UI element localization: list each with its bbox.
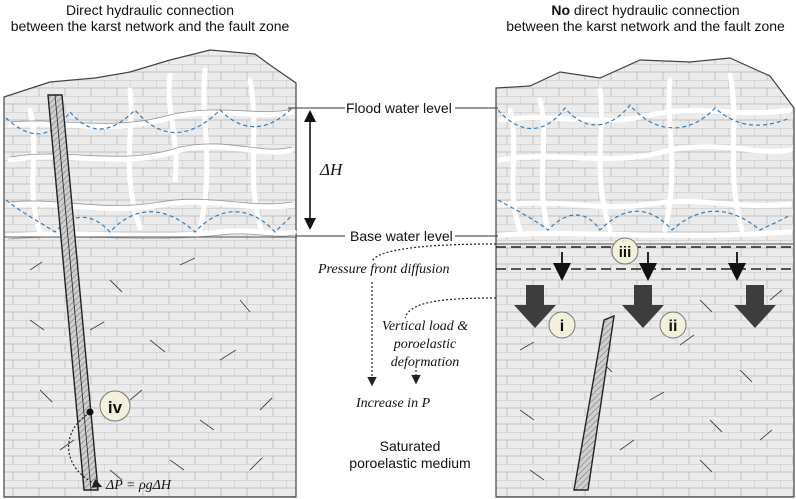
marker-circles — [99, 237, 687, 422]
increase-in-p-label: Increase in P — [356, 396, 431, 411]
vertical-load-line3: deformation — [390, 355, 460, 370]
dotted-flow-arrows — [68, 243, 497, 488]
right-rock-block — [495, 57, 795, 498]
vertical-load-label: Vertical load & poroelastic deformation — [370, 318, 480, 372]
saturated-line1: Saturated — [379, 438, 441, 454]
flood-water-level-label: Flood water level — [346, 100, 452, 116]
left-title: Direct hydraulic connection between the … — [0, 2, 300, 34]
pressure-front-diffusion-label: Pressure front diffusion — [318, 262, 450, 277]
right-title: No direct hydraulic connection between t… — [495, 2, 796, 34]
left-title-line2: between the karst network and the fault … — [10, 18, 290, 34]
saturated-medium-label: Saturated poroelastic medium — [340, 438, 480, 472]
vertical-load-arrows — [514, 285, 776, 328]
left-rock-block — [3, 49, 297, 498]
base-water-level-label: Base water level — [350, 228, 453, 244]
marker-iv: iv — [108, 398, 123, 417]
saturated-line2: poroelastic medium — [349, 455, 471, 471]
right-title-line1: No direct hydraulic connection — [495, 2, 796, 18]
left-title-line1: Direct hydraulic connection — [65, 2, 235, 18]
right-title-no: No — [551, 2, 570, 18]
vertical-load-line2: poroelastic — [393, 337, 457, 352]
right-title-line2: between the karst network and the fault … — [506, 18, 785, 34]
delta-p-formula: ΔP = ρgΔH — [106, 478, 172, 493]
marker-iii: iii — [619, 244, 632, 261]
marker-ii: ii — [669, 318, 678, 335]
level-leader-lines — [288, 107, 498, 237]
marker-i: i — [560, 318, 564, 335]
fault-point-dot — [86, 408, 94, 416]
delta-h-label: ΔH — [320, 160, 343, 179]
delta-h-arrow — [304, 110, 316, 230]
right-title-line1-rest: direct hydraulic connection — [570, 2, 740, 18]
vertical-load-line1: Vertical load & — [381, 319, 469, 334]
